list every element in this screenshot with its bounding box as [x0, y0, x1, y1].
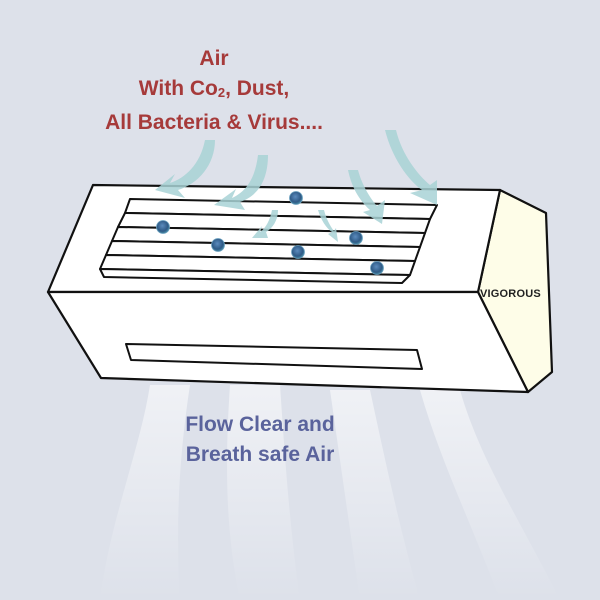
- brand-label: VIGOROUS: [480, 288, 541, 300]
- outlet-slot: [125, 343, 423, 370]
- germ-icon: [291, 245, 305, 259]
- germ-particles: [156, 191, 384, 275]
- germ-icon: [289, 191, 303, 205]
- intake-arrows: [155, 130, 437, 242]
- caption-line-2: With Co2, Dust,: [40, 74, 388, 108]
- clean-air-caption: Flow Clear and Breath safe Air: [160, 410, 360, 470]
- caption-line-3: All Bacteria & Virus....: [105, 111, 323, 134]
- caption-line-2-suffix: , Dust,: [225, 77, 290, 100]
- clean-caption-line-2: Breath safe Air: [185, 443, 335, 466]
- intake-air-caption: Air With Co2, Dust, All Bacteria & Virus…: [40, 44, 388, 138]
- caption-line-2-prefix: With Co: [138, 77, 218, 100]
- intake-vent-slats: [99, 198, 438, 284]
- germ-icon: [211, 238, 225, 252]
- co2-subscript: 2: [217, 85, 226, 100]
- caption-line-1: Air: [199, 47, 229, 70]
- ac-front-face: [46, 290, 530, 394]
- clean-caption-line-1: Flow Clear and: [185, 413, 335, 436]
- germ-icon: [349, 231, 363, 245]
- germ-icon: [156, 220, 170, 234]
- germ-icon: [370, 261, 384, 275]
- clean-airflow-plumes: [100, 385, 560, 600]
